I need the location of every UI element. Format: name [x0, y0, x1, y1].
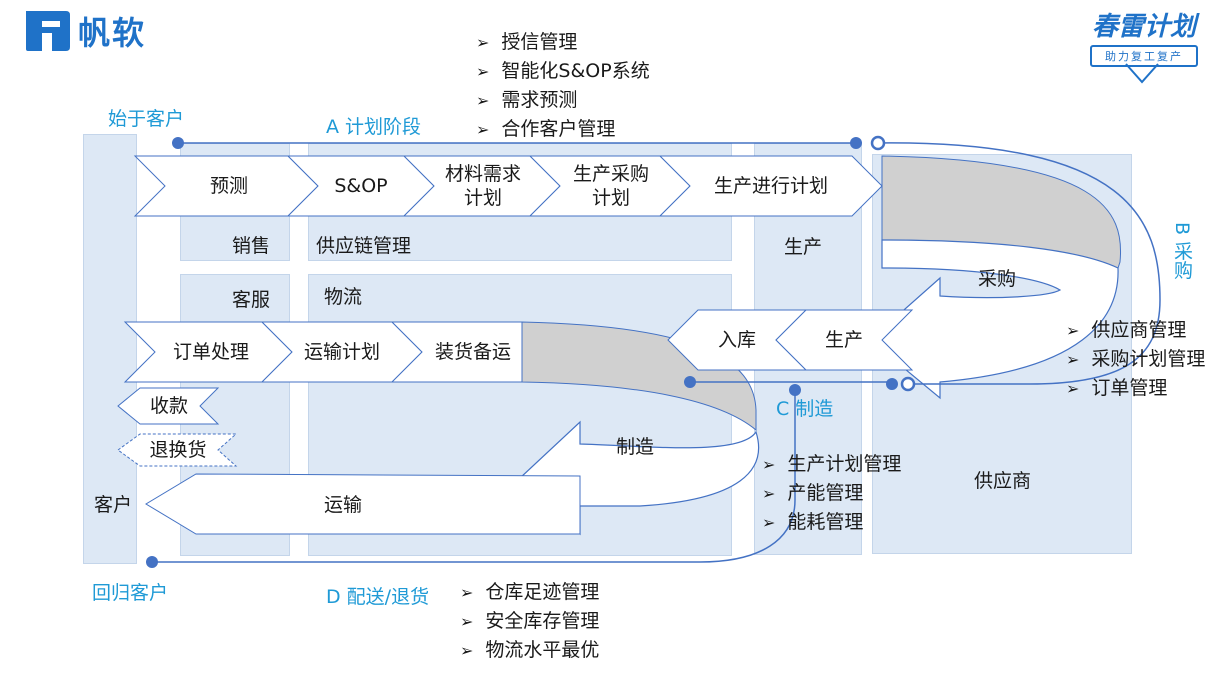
plan-step-sop: S&OP [334, 175, 388, 197]
phase-a-item: 授信管理 [476, 28, 650, 57]
phase-c-item: 产能管理 [762, 479, 901, 508]
fanruan-logo: 帆软 [22, 8, 146, 54]
dot-plan-start [172, 137, 184, 149]
order-step-loading: 装货备运 [435, 341, 512, 363]
dot-delivery-end [146, 556, 158, 568]
zone-label-supply-chain: 供应链管理 [316, 235, 412, 257]
phase-d-label: D 配送/退货 [326, 586, 430, 608]
phase-b-item: 供应商管理 [1066, 316, 1205, 345]
phase-d-items: 仓库足迹管理 安全库存管理 物流水平最优 [460, 578, 599, 665]
phase-c-label: C 制造 [776, 398, 834, 420]
collect-shape [117, 387, 220, 425]
phase-b-items: 供应商管理 采购计划管理 订单管理 [1066, 316, 1205, 403]
phase-d-item: 安全库存管理 [460, 607, 599, 636]
phase-d-item: 仓库足迹管理 [460, 578, 599, 607]
plan-step-production-purchase: 生产采购计划 [573, 163, 650, 209]
order-step-3-shape [390, 321, 523, 383]
dot-plan-end [850, 137, 862, 149]
phase-b-item: 订单管理 [1066, 374, 1205, 403]
dot-delivery-start [789, 384, 801, 396]
phase-a-item: 需求预测 [476, 86, 650, 115]
plan-step-mrp: 材料需求计划 [445, 163, 522, 209]
endpoint-start: 始于客户 [108, 108, 185, 130]
zone-label-production: 生产 [784, 236, 823, 258]
flow-purchase: 采购 [978, 268, 1017, 290]
dot-manufacture-end [886, 378, 898, 390]
fanruan-logo-icon [26, 11, 70, 51]
returns-shape [117, 433, 238, 467]
dot-manufacture-start [684, 376, 696, 388]
phase-c-item: 生产计划管理 [762, 450, 901, 479]
badge-subtitle: 助力复工复产 [1090, 45, 1198, 67]
plan-step-forecast: 预测 [209, 175, 248, 197]
phase-a-label: A 计划阶段 [326, 116, 422, 138]
plan-step-production-schedule: 生产进行计划 [713, 175, 828, 197]
flow-manufacture: 制造 [616, 436, 655, 458]
order-step-processing: 订单处理 [172, 341, 249, 363]
badge-tail-icon [1125, 63, 1159, 84]
phase-b-label: B 采购 [1171, 222, 1193, 280]
phase-a-item: 智能化S&OP系统 [476, 57, 649, 86]
order-step-transport-plan: 运输计划 [303, 341, 380, 363]
flow-produce: 生产 [824, 329, 863, 351]
dot-purchase-end [900, 376, 916, 392]
payment-returns: 退换货 [149, 439, 207, 461]
purchase-arrow [869, 239, 1119, 400]
zone-label-supplier: 供应商 [974, 470, 1032, 492]
phase-c-item: 能耗管理 [762, 508, 901, 537]
plan-step-5-shape [658, 155, 883, 217]
endpoint-end: 回归客户 [92, 582, 169, 604]
zone-label-service: 客服 [232, 289, 271, 311]
campaign-badge: 春雷计划 助力复工复产 [1086, 6, 1202, 86]
phase-c-items: 生产计划管理 产能管理 能耗管理 [762, 450, 901, 537]
phase-a-item: 合作客户管理 [476, 115, 650, 144]
flow-warehouse-in: 入库 [717, 329, 756, 351]
dot-purchase-start [870, 135, 886, 151]
payment-collect: 收款 [149, 395, 188, 417]
zone-label-sales: 销售 [232, 235, 271, 257]
zone-label-customer: 客户 [94, 494, 133, 516]
zone-customer [83, 134, 137, 564]
brand-name: 帆软 [78, 14, 147, 52]
produce-shape [775, 309, 914, 371]
phase-d-item: 物流水平最优 [460, 636, 599, 665]
flow-transport: 运输 [324, 494, 363, 516]
transport-body [145, 473, 581, 535]
phase-a-items: 授信管理 智能化S&OP系统 需求预测 合作客户管理 [476, 28, 650, 144]
phase-b-item: 采购计划管理 [1066, 345, 1205, 374]
badge-title: 春雷计划 [1091, 12, 1196, 42]
zone-label-logistics: 物流 [324, 286, 363, 308]
